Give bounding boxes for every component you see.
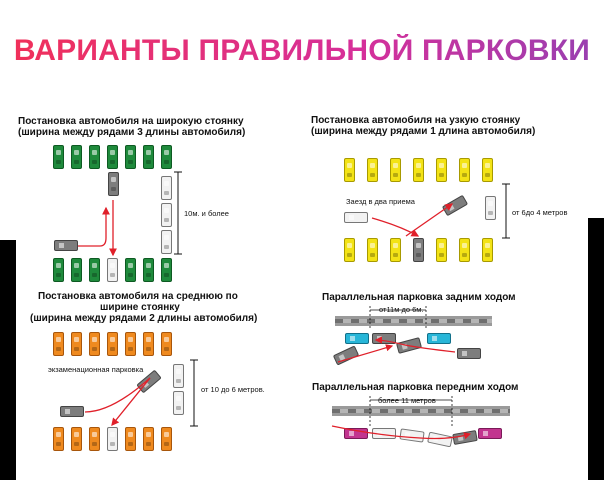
narrow-caption-line1: Постановка автомобиля на узкую стоянку [311,115,521,126]
medium-note: экзаменационная парковка [48,365,144,374]
green-car [161,258,172,282]
green-car [71,258,82,282]
white-car [161,203,172,227]
wide-path [78,206,110,247]
white-car [344,212,368,223]
parallel-forward-distance: более 11 метров [377,396,437,405]
narrow-path-2 [405,203,454,237]
wide-distance-label: 10м. и более [184,209,229,218]
white-car [107,258,118,282]
medium-caption-line1: Постановка автомобиля на среднюю по [38,291,238,302]
parallel-reverse-distance: от11м до 6м. [378,305,425,314]
narrow-path [371,217,420,237]
yellow-car [344,158,355,182]
orange-car [107,332,118,356]
grey-car-moving [54,240,78,251]
white-car [173,391,184,415]
medium-distance-label: от 10 до 6 метров. [201,385,265,394]
forward-path [331,425,472,440]
orange-car [161,427,172,451]
green-car [89,145,100,169]
green-car [143,145,154,169]
medium-caption-line2: ширине стоянку [100,302,180,313]
orange-car [89,427,100,451]
curb [335,316,492,326]
parallel-reverse-caption: Параллельная парковка задним ходом [322,292,516,303]
narrow-note: Заезд в два приема [346,197,415,206]
narrow-distance-label: от 6до 4 метров [512,208,568,217]
orange-car [89,332,100,356]
orange-car [125,427,136,451]
grey-car-parked [413,238,424,262]
green-car [53,258,64,282]
magenta-car [478,428,502,439]
orange-car [71,427,82,451]
curb [332,406,510,416]
orange-car [53,332,64,356]
page-title: ВАРИАНТЫ ПРАВИЛЬНОЙ ПАРКОВКИ [13,34,591,67]
grey-car-ghost [108,172,119,196]
magenta-car [344,428,368,439]
yellow-car [413,158,424,182]
grey-car-moving [60,406,84,417]
green-car [71,145,82,169]
green-car [143,258,154,282]
grey-car-start [457,348,481,359]
green-car [125,145,136,169]
yellow-car [436,158,447,182]
white-car [161,230,172,254]
blue-car [427,333,451,344]
narrow-caption-line2: (ширина между рядами 1 длина автомобиля) [311,126,536,137]
blue-car [345,333,369,344]
yellow-car [344,238,355,262]
yellow-car [367,158,378,182]
reverse-path [374,336,456,353]
reverse-path-2 [337,344,394,363]
wide-caption-line2: (ширина между рядами 3 длины автомобиля) [18,127,246,138]
white-car-right [485,196,496,220]
orange-car [143,332,154,356]
white-car [107,427,118,451]
green-car [125,258,136,282]
green-car [161,145,172,169]
orange-car [143,427,154,451]
medium-caption-line3: (ширина между рядами 2 длины автомобиля) [30,313,258,324]
medium-path [84,377,151,413]
medium-path-2 [111,377,151,427]
orange-car [71,332,82,356]
yellow-car [482,158,493,182]
orange-car [53,427,64,451]
white-car [173,364,184,388]
yellow-car [367,238,378,262]
yellow-car [390,158,401,182]
orange-car [125,332,136,356]
white-car [161,176,172,200]
yellow-car [459,158,470,182]
wide-caption-line1: Постановка автомобиля на широкую стоянку [18,116,244,127]
green-car [89,258,100,282]
parallel-forward-caption: Параллельная парковка передним ходом [312,382,519,393]
orange-car [161,332,172,356]
yellow-car [482,238,493,262]
green-car [53,145,64,169]
yellow-car [390,238,401,262]
green-car [107,145,118,169]
yellow-car [459,238,470,262]
yellow-car [436,238,447,262]
